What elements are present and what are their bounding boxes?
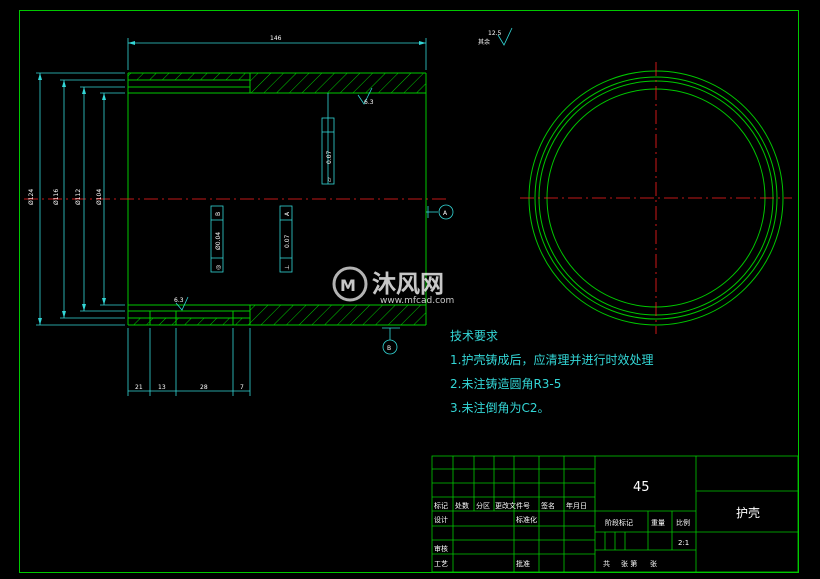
- surface-finish-general-text: 12.5: [488, 30, 502, 37]
- dim-seg-3: 28: [200, 384, 208, 391]
- surface-finish-top-text: 6.3: [364, 99, 374, 106]
- dimension-arrows: [38, 41, 426, 325]
- svg-text:M: M: [340, 276, 356, 295]
- tb-label-sheets-no: 张 第: [621, 559, 637, 568]
- tol-coax-symbol: ◎: [215, 265, 222, 270]
- end-view: [520, 62, 792, 334]
- dim-diameter-112: Ø112: [75, 189, 82, 205]
- hatch-bottom-left: [128, 318, 250, 325]
- tb-label-sign: 签名: [541, 501, 555, 510]
- dim-bore-diameter: Ø104: [96, 189, 103, 205]
- tech-heading: 技术要求: [450, 329, 498, 343]
- datum-a-label: A: [443, 210, 448, 217]
- tol-coax-datum: B: [215, 212, 222, 216]
- watermark-logo: M: [332, 266, 368, 302]
- tb-label-process: 工艺: [434, 560, 448, 568]
- surface-finish-top-mark: [357, 87, 373, 105]
- dim-overall-length: 146: [270, 35, 282, 42]
- hatch-top-right: [250, 73, 426, 93]
- tech-item-2: 2.未注铸造圆角R3-5: [450, 376, 561, 391]
- dim-seg-1: 21: [135, 384, 143, 391]
- tb-label-mark: 标记: [434, 501, 448, 510]
- tb-label-stage: 阶段标记: [605, 518, 633, 527]
- tb-label-sheets-end: 张: [650, 559, 657, 568]
- tb-label-change-doc: 更改文件号: [495, 501, 530, 510]
- tech-item-3: 3.未注倒角为C2。: [450, 400, 549, 415]
- tol-perp-symbol: ⊥: [284, 265, 291, 270]
- tb-material: 45: [633, 480, 650, 495]
- hatch-bottom-right: [250, 305, 426, 325]
- datum-b-label: B: [387, 345, 391, 352]
- watermark-url: www.mfcad.com: [380, 296, 454, 306]
- datum-a-symbol: [426, 204, 454, 220]
- tech-item-1: 1.护壳铸成后，应清理并进行时效处理: [450, 352, 653, 367]
- dim-outer-diameter: Ø124: [28, 189, 35, 205]
- tb-label-standardize: 标准化: [516, 515, 537, 524]
- tb-label-zone: 分区: [476, 501, 490, 510]
- tol-perp-datum: A: [284, 211, 291, 216]
- tb-label-approve: 批准: [516, 559, 530, 568]
- tb-label-weight: 重量: [651, 519, 665, 527]
- surface-finish-other-text: 其余: [478, 38, 490, 46]
- tb-label-date: 年月日: [566, 501, 587, 510]
- dim-seg-2: 13: [158, 384, 166, 391]
- tol-flatness-value: 0.07: [326, 150, 333, 164]
- hatch-top-left: [128, 73, 250, 80]
- tb-label-check: 审核: [434, 544, 448, 553]
- tb-scale-value: 2:1: [678, 539, 689, 547]
- tb-label-design: 设计: [434, 515, 448, 524]
- tol-perp-value: 0.07: [284, 234, 291, 248]
- surface-finish-bottom-text: 6.3: [174, 297, 184, 304]
- tb-label-count: 处数: [455, 501, 469, 510]
- tb-label-scale: 比例: [676, 518, 690, 527]
- tol-flatness-symbol: ▱: [326, 177, 333, 182]
- dim-seg-4: 7: [240, 384, 244, 391]
- drawing-frame: [19, 10, 799, 573]
- watermark-brand: 沐风网: [372, 270, 444, 298]
- datum-b-symbol: [382, 327, 400, 355]
- surface-finish-general-mark: [497, 27, 513, 46]
- tolerance-frames: [210, 93, 335, 273]
- tb-title: 护壳: [736, 506, 760, 520]
- surface-finish-bottom-mark: [175, 296, 189, 311]
- dim-diameter-116: Ø116: [53, 189, 60, 205]
- dimension-lines: [36, 38, 427, 396]
- tb-label-sheets-total: 共: [603, 559, 610, 568]
- title-block: [431, 455, 799, 573]
- tol-coax-value: Ø0.04: [215, 232, 222, 250]
